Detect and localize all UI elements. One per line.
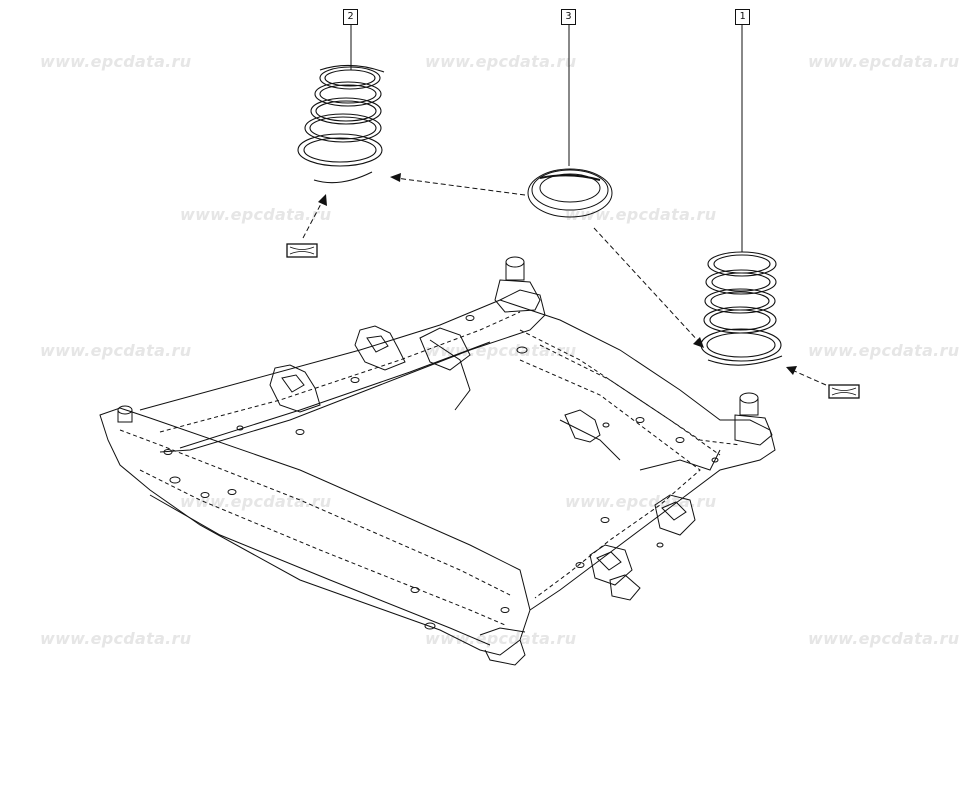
assembly-arrows [302,177,827,386]
spring-seat-3 [527,168,613,218]
callout-2: 2 [343,9,358,25]
hardware-symbol [828,384,860,399]
arrowheads [318,173,797,375]
coil-spring-2 [297,64,385,184]
coil-spring-1 [700,251,783,366]
callout-3: 3 [561,9,576,25]
front-subframe [99,256,776,666]
hardware-symbol [286,243,318,258]
callout-1: 1 [735,9,750,25]
